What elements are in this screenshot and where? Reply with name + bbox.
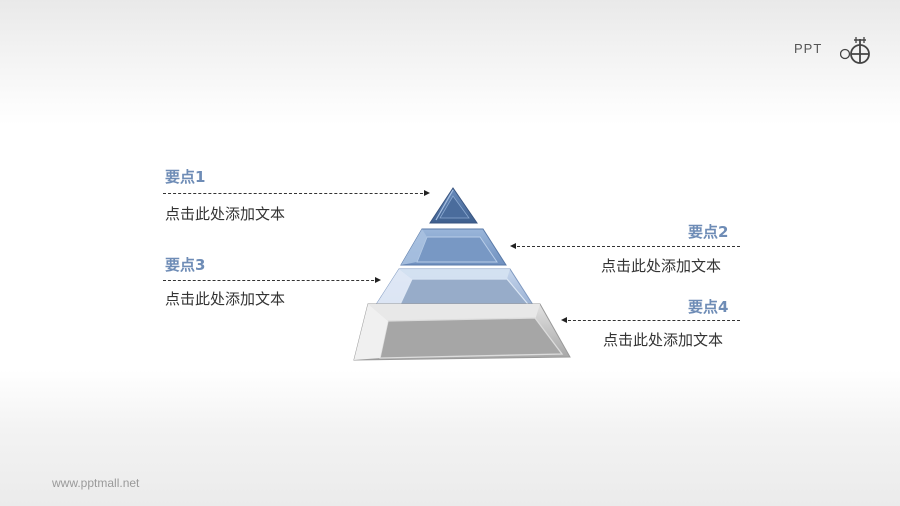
pyramid-tier-4 [353,303,571,361]
point-4-arrow [561,317,740,323]
point-3-arrow [163,277,381,283]
pyramid-tier-3 [371,268,538,312]
point-1-text[interactable]: 点击此处添加文本 [165,205,286,223]
pyramid-tier-2 [400,228,507,266]
point-3-heading: 要点3 [165,256,206,274]
footer-url[interactable]: www.pptmall.net [52,476,140,490]
point-3-text[interactable]: 点击此处添加文本 [165,290,286,308]
point-4-heading: 要点4 [688,298,729,316]
point-1-arrow [163,190,430,196]
point-1-heading: 要点1 [165,168,206,186]
point-2-heading: 要点2 [688,223,729,241]
point-2-arrow [510,243,740,249]
pyramid-tier-1 [429,187,478,224]
pyramid-diagram [340,180,590,370]
point-4-text[interactable]: 点击此处添加文本 [603,331,724,349]
brand-logo: PPT [794,34,874,66]
point-2-text[interactable]: 点击此处添加文本 [601,257,722,275]
logo-text: PPT [794,41,823,56]
ppt-mall-logo-icon [840,37,870,64]
